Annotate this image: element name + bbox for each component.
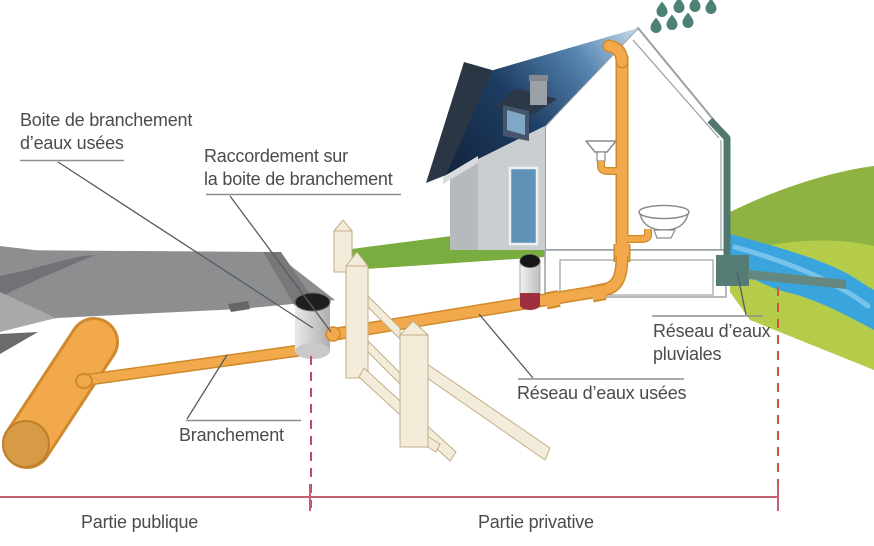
- toilet-fixture: [585, 140, 617, 175]
- label-raccordement: Raccordement sur la boite de branchement: [204, 145, 393, 191]
- label-branchement: Branchement: [179, 425, 284, 445]
- label-connection-box: Boite de branchement d’eaux usées: [20, 109, 192, 155]
- main-sewer-pipe: [2, 317, 119, 469]
- label-partie-publique: Partie publique: [81, 512, 199, 532]
- annotation-lines: [0, 159, 779, 511]
- rainwater-outlet-box: [716, 255, 749, 286]
- outfall-pipe: [748, 270, 846, 289]
- rain-drops-icon: [650, 0, 717, 33]
- fence: [333, 219, 551, 462]
- pointer-eaux-pluviales: [736, 270, 747, 316]
- house: [426, 27, 727, 298]
- inspection-riser: [519, 254, 541, 310]
- pointer-branchement: [186, 354, 228, 420]
- pointer-eaux-usees: [478, 313, 534, 379]
- label-reseau-eaux-usees: Réseau d’eaux usées: [517, 383, 687, 403]
- sink-fixture: [627, 204, 690, 243]
- street-road: [0, 246, 335, 354]
- left-roof: [426, 62, 492, 183]
- front-door: [508, 166, 539, 246]
- dormer-window: [507, 110, 525, 135]
- pointer-raccordement: [229, 195, 332, 333]
- branch-pipe: [75, 344, 309, 389]
- indoor-plumbing: [325, 39, 690, 342]
- label-pluviales-line1: Réseau d’eaux: [653, 321, 771, 341]
- label-connection-box-line1: Boite de branchement: [20, 110, 193, 130]
- chimney: [530, 77, 547, 105]
- label-raccordement-line1: Raccordement sur: [204, 146, 348, 166]
- label-pluviales-line2: pluviales: [653, 344, 722, 364]
- label-raccordement-line2: la boite de branchement: [204, 169, 393, 189]
- label-connection-box-line2: d’eaux usées: [20, 133, 124, 153]
- connection-box-cylinder: [294, 292, 331, 359]
- label-reseau-eaux-pluviales: Réseau d’eaux pluviales: [653, 320, 771, 366]
- rainwater-downspout: [707, 117, 846, 289]
- label-partie-privative: Partie privative: [478, 512, 594, 532]
- pointer-connection-box: [57, 161, 314, 329]
